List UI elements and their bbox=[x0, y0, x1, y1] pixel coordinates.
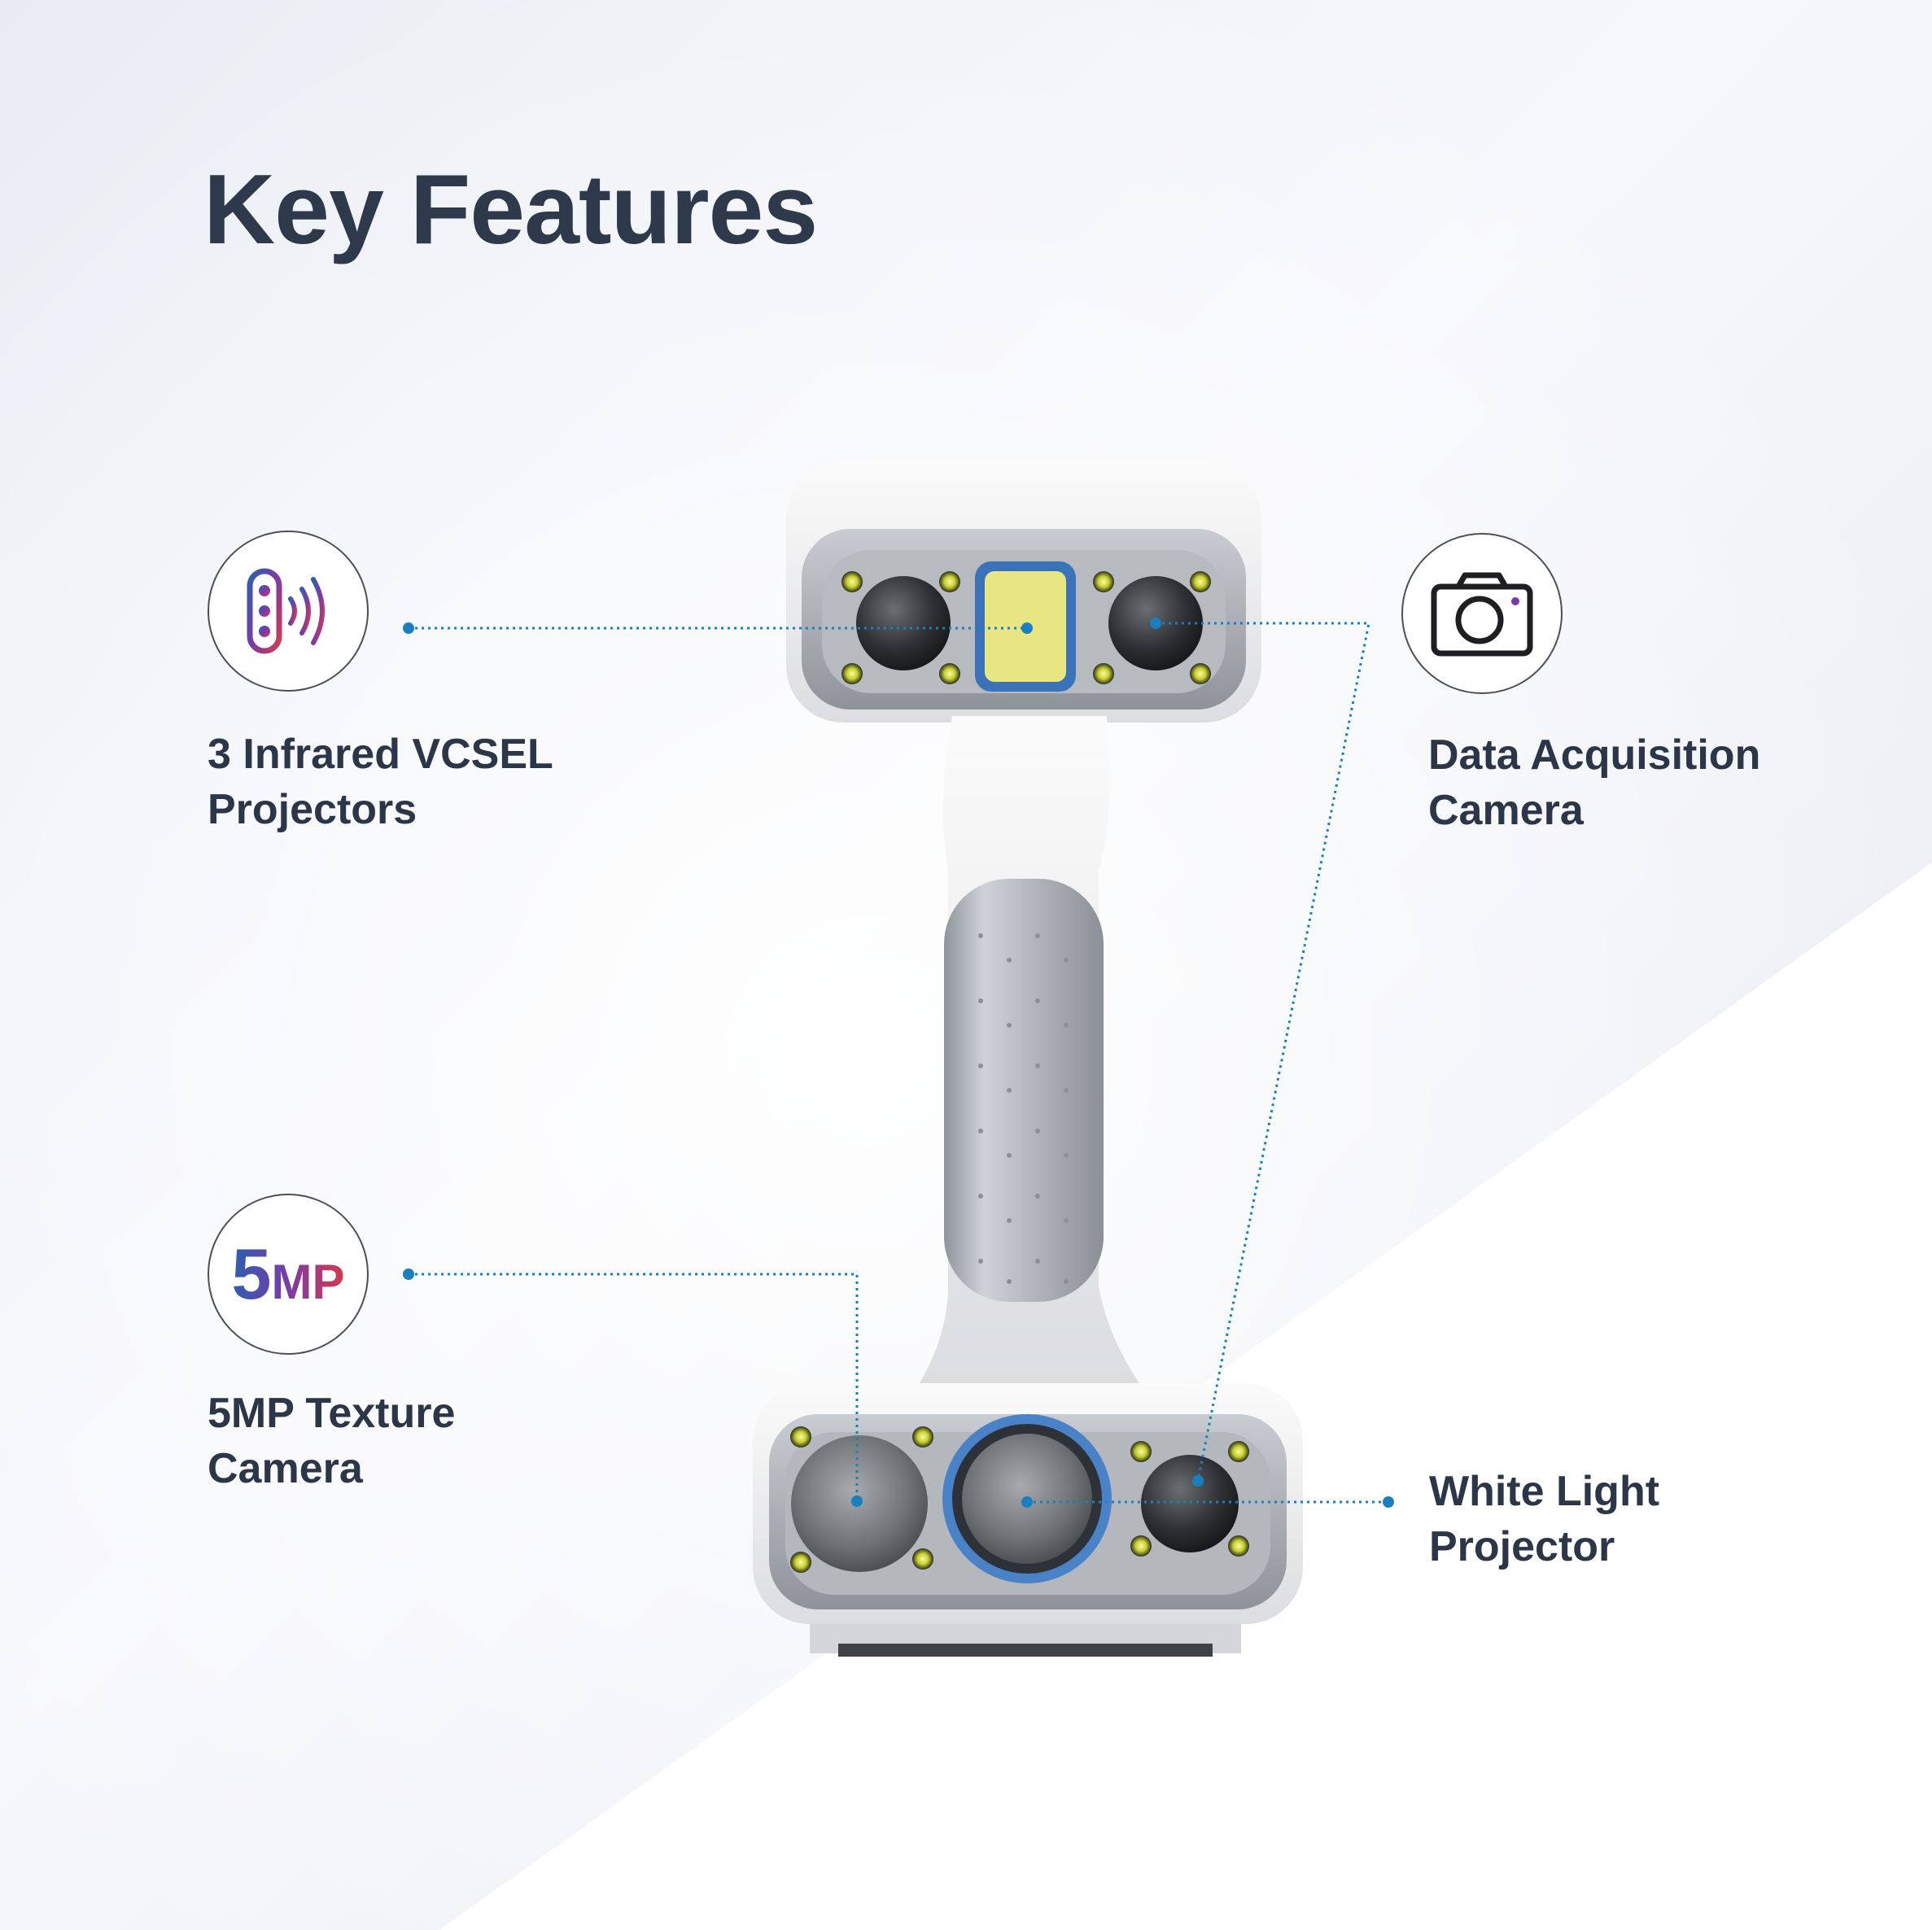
feature-line-2: Projector bbox=[1429, 1523, 1615, 1570]
feature-label-vcsel: 3 Infrared VCSEL Projectors bbox=[208, 727, 553, 837]
feature-line-1: Data Acquisition bbox=[1428, 731, 1761, 779]
feature-line-1: 3 Infrared VCSEL bbox=[208, 731, 553, 778]
texture-badge: 5 MP bbox=[208, 1194, 369, 1355]
feature-line-1: 5MP Texture bbox=[208, 1390, 456, 1437]
badge-unit: MP bbox=[271, 1255, 345, 1309]
feature-line-1: White Light bbox=[1429, 1468, 1660, 1515]
vcsel-badge bbox=[208, 531, 369, 692]
feature-label-whitelight: White Light Projector bbox=[1429, 1464, 1659, 1574]
feature-line-2: Projectors bbox=[208, 786, 417, 833]
camera-icon bbox=[1431, 572, 1533, 657]
feature-label-texture: 5MP Texture Camera bbox=[208, 1386, 455, 1496]
infrared-projector-icon bbox=[247, 568, 325, 654]
feature-line-2: Camera bbox=[1428, 787, 1584, 834]
camera-badge bbox=[1401, 533, 1563, 694]
feature-label-camera: Data Acquisition Camera bbox=[1428, 727, 1760, 838]
5mp-badge-icon: 5 MP bbox=[232, 1233, 345, 1316]
page-title: Key Features bbox=[203, 154, 818, 264]
badge-number: 5 bbox=[231, 1234, 272, 1314]
feature-line-2: Camera bbox=[208, 1445, 363, 1492]
